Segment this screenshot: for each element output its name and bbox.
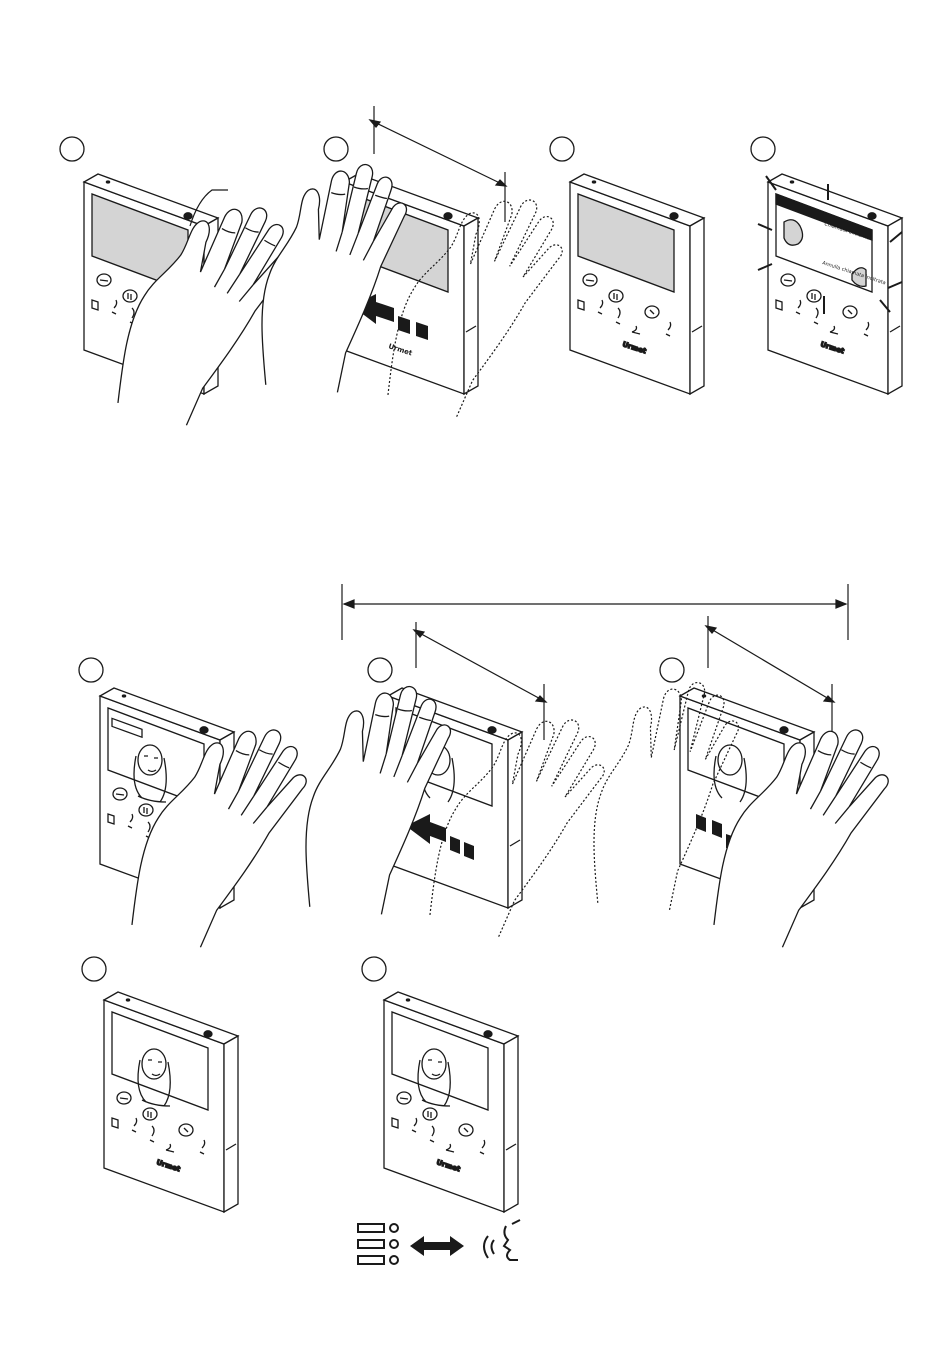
step-circle-2a — [79, 658, 103, 682]
step-circle-2c — [660, 658, 684, 682]
step-circle-1b — [324, 137, 348, 161]
double-arrow-icon — [410, 1236, 464, 1256]
step-circle-1c — [550, 137, 574, 161]
monitor-3a — [104, 992, 238, 1212]
step-circle-1d — [751, 137, 775, 161]
step-circle-3a — [82, 957, 106, 981]
step-circle-3b — [362, 957, 386, 981]
step-circle-2b — [368, 658, 392, 682]
monitor-1c — [570, 174, 704, 394]
monitor-3b — [384, 992, 518, 1212]
menu-list-icon — [358, 1224, 398, 1264]
voice-speaking-icon — [484, 1220, 520, 1260]
step-circle-1a — [60, 137, 84, 161]
